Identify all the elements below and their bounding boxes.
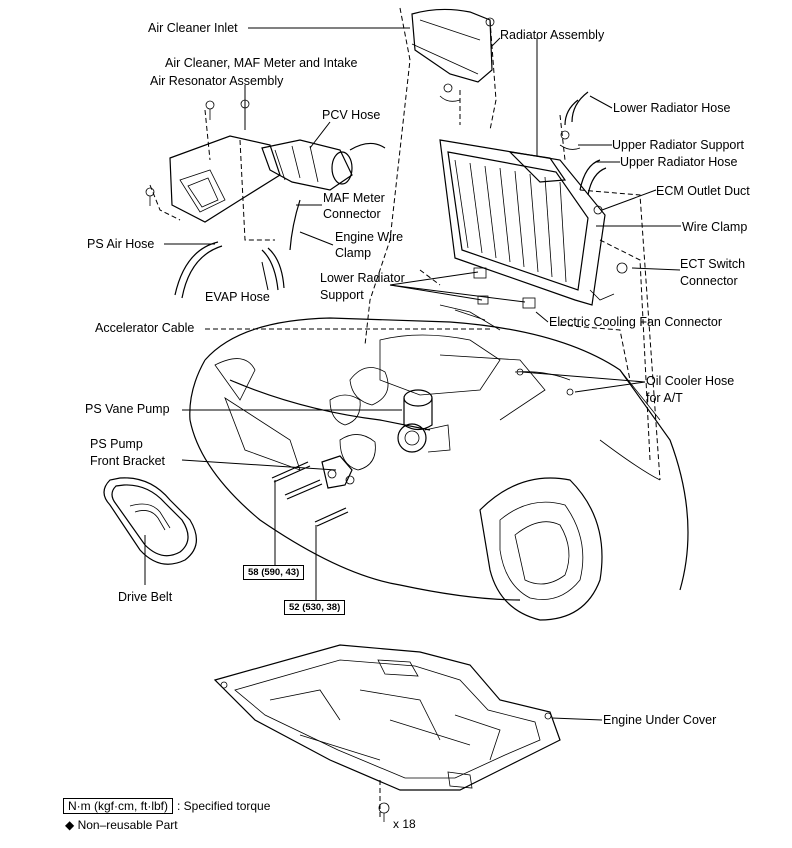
label-ecm-outlet-duct: ECM Outlet Duct (656, 184, 750, 198)
legend-torque-description: : Specified torque (177, 799, 271, 813)
label-upper-radiator-hose: Upper Radiator Hose (620, 155, 738, 169)
label-upper-radiator-support: Upper Radiator Support (612, 138, 745, 152)
label-oil-cooler-hose-line1: Oil Cooler Hose (646, 374, 735, 388)
label-radiator-assembly: Radiator Assembly (500, 28, 605, 42)
label-engine-under-cover: Engine Under Cover (603, 713, 717, 727)
label-air-cleaner-maf-line1: Air Cleaner, MAF Meter and Intake (165, 56, 358, 70)
legend-non-reusable: ◆ Non–reusable Part (65, 818, 178, 832)
torque-spec-52: 52 (530, 38) (284, 600, 346, 615)
bracket-and-bolts-part (271, 455, 355, 527)
assembly-guides (149, 7, 661, 820)
label-engine-wire-clamp-line2: Clamp (335, 246, 372, 260)
label-ps-air-hose: PS Air Hose (87, 237, 155, 251)
label-air-cleaner-maf-line2: Air Resonator Assembly (150, 74, 284, 88)
label-air-cleaner-inlet: Air Cleaner Inlet (148, 21, 238, 35)
label-ps-vane-pump: PS Vane Pump (85, 402, 170, 416)
label-lower-radiator-support-line2: Support (320, 288, 364, 302)
engine-under-cover-part (213, 644, 561, 822)
label-drive-belt: Drive Belt (118, 590, 173, 604)
label-pcv-hose: PCV Hose (322, 108, 381, 122)
label-evap-hose: EVAP Hose (205, 290, 270, 304)
left-hoses-part (174, 199, 301, 299)
label-maf-connector-line1: MAF Meter (323, 191, 385, 205)
legend-torque-units: N·m (kgf·cm, ft·lbf) (63, 798, 173, 814)
label-oil-cooler-hose-line2: for A/T (646, 391, 683, 405)
legend-torque: N·m (kgf·cm, ft·lbf) : Specified torque (63, 798, 271, 814)
label-ect-switch-line1: ECT Switch (680, 257, 746, 271)
label-maf-connector-line2: Connector (323, 207, 381, 221)
label-wire-clamp: Wire Clamp (682, 220, 748, 234)
legend-clip-count: x 18 (393, 817, 416, 831)
ps-vane-pump-part (397, 389, 451, 453)
label-ps-pump-bracket-line1: PS Pump (90, 437, 143, 451)
label-ect-switch-line2: Connector (680, 274, 738, 288)
legend-non-reusable-text: Non–reusable Part (77, 818, 178, 832)
drive-belt-part (103, 477, 197, 565)
torque-spec-58: 58 (590, 43) (243, 565, 305, 580)
air-cleaner-inlet-part (411, 8, 495, 83)
diamond-icon: ◆ (65, 818, 75, 832)
label-electric-fan-connector: Electric Cooling Fan Connector (549, 315, 722, 329)
radiator-part (439, 83, 628, 309)
label-accelerator-cable: Accelerator Cable (95, 321, 195, 335)
air-cleaner-assembly-part (145, 99, 386, 223)
label-ps-pump-bracket-line2: Front Bracket (90, 454, 166, 468)
label-lower-radiator-hose: Lower Radiator Hose (613, 101, 731, 115)
label-lower-radiator-support-line1: Lower Radiator (320, 271, 405, 285)
leader-lines (144, 27, 681, 721)
label-engine-wire-clamp-line1: Engine Wire (335, 230, 404, 244)
